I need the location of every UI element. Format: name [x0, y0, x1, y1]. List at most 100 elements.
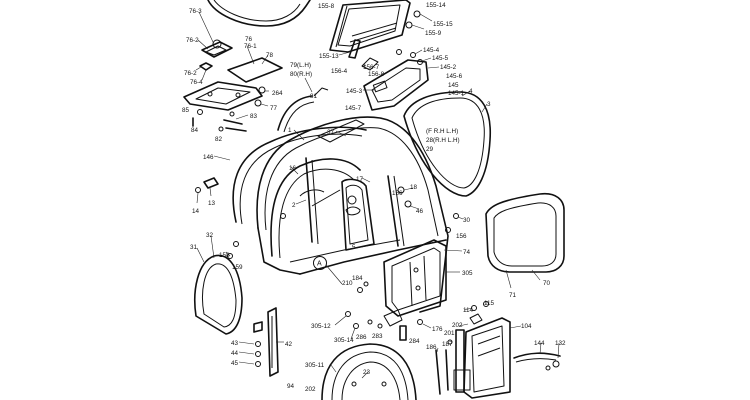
callout-14: 14	[192, 208, 200, 215]
callout-23: 23	[363, 369, 371, 376]
callout-155-9: 155-9	[425, 30, 442, 37]
callout-264: 264	[272, 90, 283, 97]
callout-202b: 202	[305, 386, 316, 393]
callout-115: 115	[484, 300, 495, 307]
roof-panel	[207, 0, 311, 27]
small-fasteners-upper-left	[192, 86, 329, 132]
callout-156: 156	[392, 190, 403, 197]
latch-block-13	[195, 177, 219, 204]
upper-window-frame-155	[329, 0, 433, 55]
door-panel-104	[453, 301, 522, 399]
callout-31: 31	[190, 244, 198, 251]
callout-145-6: 145-6	[446, 73, 463, 80]
callout-29: 29	[426, 146, 434, 153]
callout-132: 132	[555, 340, 566, 347]
callout-FRH: (F R.H L.H)	[426, 128, 458, 135]
callout-30: 30	[463, 217, 471, 224]
callout-145-1: 145-1	[448, 90, 465, 97]
callout-79: 79(L.H)	[290, 62, 311, 69]
bracket-assembly-76	[195, 11, 233, 81]
callout-305-14: 305-14	[334, 337, 354, 344]
callout-156-8: 156-8	[368, 71, 385, 78]
callout-46: 46	[416, 208, 424, 215]
callout-145-2: 145-2	[440, 64, 457, 71]
callout-145-4: 145-4	[423, 47, 440, 54]
cab-frame-1	[256, 116, 463, 317]
callout-1: 1	[288, 127, 292, 134]
callout-210: 210	[342, 280, 353, 287]
callout-76: 76	[245, 36, 253, 43]
callout-16: 16	[289, 165, 297, 172]
callout-70: 70	[543, 280, 551, 287]
callout-45: 45	[231, 360, 239, 367]
callout-155-13: 155-13	[319, 53, 339, 60]
callout-42: 42	[285, 341, 293, 348]
callout-94: 94	[287, 383, 295, 390]
callout-13: 13	[208, 200, 216, 207]
bracket-42	[238, 307, 284, 377]
callout-3: 3	[487, 101, 491, 108]
callout-186: 186	[426, 344, 437, 351]
callout-155-8: 155-8	[318, 3, 335, 10]
callout-2: 2	[292, 202, 296, 209]
callout-104: 104	[521, 323, 532, 330]
callout-4: 4	[469, 88, 473, 95]
callout-145: 145	[448, 82, 459, 89]
callout-77: 77	[270, 105, 278, 112]
rod-144	[513, 342, 561, 371]
callout-146: 146	[203, 154, 214, 161]
callout-284: 284	[409, 338, 420, 345]
callout-156-7: 156-7	[363, 64, 380, 71]
callout-74: 74	[463, 249, 471, 256]
reference-letter: A	[317, 261, 322, 268]
callout-156b: 156	[456, 233, 467, 240]
callout-44: 44	[231, 350, 239, 357]
callout-37: 37	[327, 129, 335, 136]
callout-184: 184	[352, 275, 363, 282]
callout-202: 202	[452, 322, 463, 329]
callout-28: 28(R.H L.H)	[426, 137, 460, 144]
callout-286: 286	[356, 334, 367, 341]
window-seals-79-80	[277, 77, 315, 133]
callout-78: 78	[266, 52, 274, 59]
side-window-31	[194, 235, 243, 335]
callout-32: 32	[206, 232, 214, 239]
callout-5: 5	[352, 244, 356, 251]
callout-80: 80(R.H)	[290, 71, 312, 78]
reference-marker-a: A	[313, 256, 343, 285]
rod-186	[435, 339, 453, 395]
callout-76-3: 76-3	[189, 8, 202, 15]
callout-85: 85	[182, 107, 190, 114]
callout-145-7: 145-7	[345, 105, 362, 112]
callout-18: 18	[410, 184, 418, 191]
callout-145-5: 145-5	[432, 55, 449, 62]
callout-144: 144	[534, 340, 545, 347]
callout-81: 81	[310, 93, 318, 100]
callout-158: 158	[219, 252, 230, 259]
callout-187: 187	[442, 341, 453, 348]
callout-305-12: 305-12	[311, 323, 331, 330]
callout-155-15: 155-15	[433, 21, 453, 28]
rear-lower-window-70-71	[485, 192, 565, 289]
callout-159: 159	[232, 264, 243, 271]
callout-305-11: 305-11	[305, 362, 325, 369]
callout-43: 43	[231, 340, 239, 347]
callout-76-4: 76-4	[190, 79, 203, 86]
callout-156-4: 156-4	[331, 68, 348, 75]
lower-door-305	[321, 343, 417, 400]
callout-76-1: 76-1	[244, 43, 257, 50]
callout-84: 84	[191, 127, 199, 134]
callout-201: 201	[444, 330, 455, 337]
callout-17: 17	[356, 176, 364, 183]
door-seal-146	[213, 126, 367, 225]
rear-window-145	[363, 49, 440, 111]
mounting-plate-78	[183, 45, 283, 111]
callout-82: 82	[215, 136, 223, 143]
windshield-3-4	[403, 90, 492, 197]
callout-71: 71	[509, 292, 517, 299]
callout-83: 83	[250, 113, 258, 120]
callout-176: 176	[432, 326, 443, 333]
callout-145-3: 145-3	[346, 88, 363, 95]
